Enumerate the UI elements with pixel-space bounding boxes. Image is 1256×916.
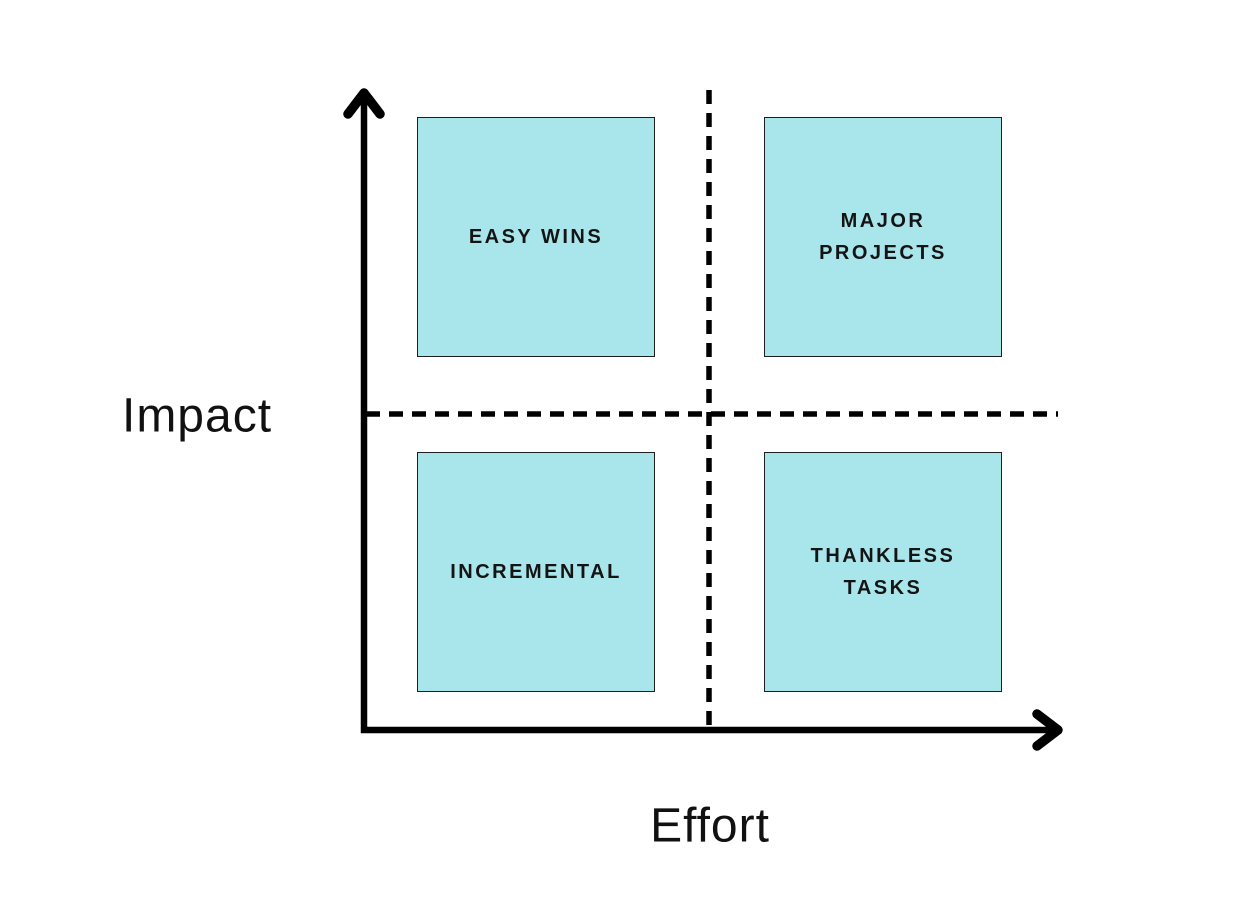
quadrant-incremental: INCREMENTAL [417, 452, 655, 692]
quadrant-easy-wins: EASY WINS [417, 117, 655, 357]
x-axis-arrow-icon [1032, 709, 1063, 751]
quadrant-label-easy-wins: EASY WINS [468, 226, 604, 248]
quadrant-major-projects: MAJOR PROJECTS [764, 117, 1002, 357]
y-axis-label: Impact [121, 389, 273, 443]
quadrant-label-major-projects: MAJOR PROJECTS [819, 210, 947, 264]
y-axis-arrow-icon [343, 88, 385, 119]
quadrant-thankless-tasks: THANKLESS TASKS [764, 452, 1002, 692]
quadrant-label-incremental: INCREMENTAL [450, 561, 622, 583]
quadrant-label-thankless-tasks: THANKLESS TASKS [810, 545, 956, 599]
x-axis-label: Effort [650, 799, 770, 853]
